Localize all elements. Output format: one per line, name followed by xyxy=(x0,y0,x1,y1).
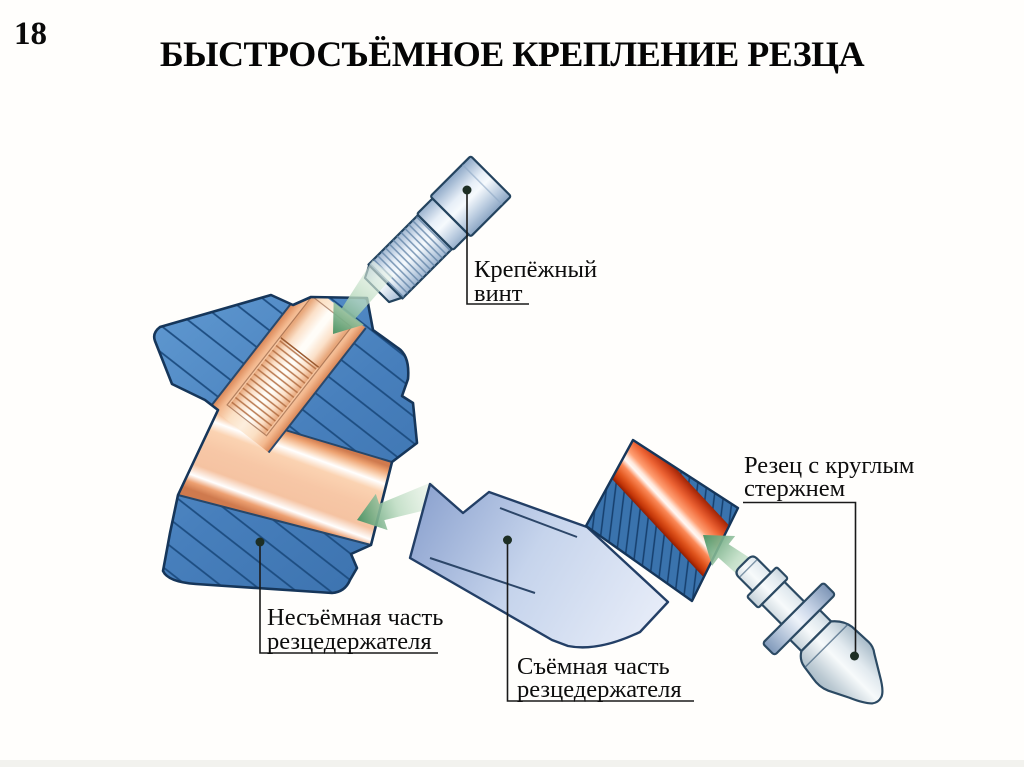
leader-cutter xyxy=(743,501,857,656)
thread-texture xyxy=(228,338,318,435)
slide-bottom-edge xyxy=(0,760,1024,767)
label-fixed-line2: резцедержателя xyxy=(267,628,432,655)
label-removable-part: Съёмная часть резцедержателя xyxy=(517,653,682,703)
cutter-tool xyxy=(735,555,884,705)
label-screw: Крепёжный винт xyxy=(474,256,597,307)
leader-screw xyxy=(466,190,529,305)
fixed-holder-body xyxy=(152,293,419,595)
screw-head xyxy=(430,155,512,237)
insert-arrow-removable-part xyxy=(357,481,441,531)
page-title: БЫСТРОСЪЁМНОЕ КРЕПЛЕНИЕ РЕЗЦА xyxy=(159,34,865,74)
screw-bore-channel xyxy=(209,295,367,454)
cutter-shank-tip xyxy=(735,555,773,593)
face-edge-line xyxy=(429,557,536,594)
label-fixed-part: Несъёмная часть резцедержателя xyxy=(267,604,443,655)
leader-dots xyxy=(255,185,859,661)
label-screw-line1: Крепёжный xyxy=(474,256,597,283)
dot-fixed-part xyxy=(255,537,265,547)
cutter-body-nose xyxy=(799,620,884,705)
removable-holder-part xyxy=(408,438,740,649)
label-fixed-line1: Несъёмная часть xyxy=(267,604,443,631)
leader-lines xyxy=(259,190,857,702)
dot-removable-part xyxy=(503,535,512,545)
label-cutter-line1: Резец с круглым xyxy=(744,452,914,479)
label-cutter-line2: стержнем xyxy=(744,475,845,502)
label-removable-line2: резцедержателя xyxy=(517,676,682,703)
dot-screw xyxy=(462,185,472,195)
label-cutter: Резец с круглым стержнем xyxy=(744,452,914,502)
face-edge-line xyxy=(499,507,578,538)
dot-cutter xyxy=(850,651,859,661)
insert-arrow-screw xyxy=(333,260,394,334)
label-removable-line1: Съёмная часть xyxy=(517,653,670,680)
page-number: 18 xyxy=(14,16,47,52)
leader-removable-part xyxy=(506,541,694,702)
label-screw-line2: винт xyxy=(474,280,523,307)
leader-fixed-part xyxy=(259,542,438,654)
